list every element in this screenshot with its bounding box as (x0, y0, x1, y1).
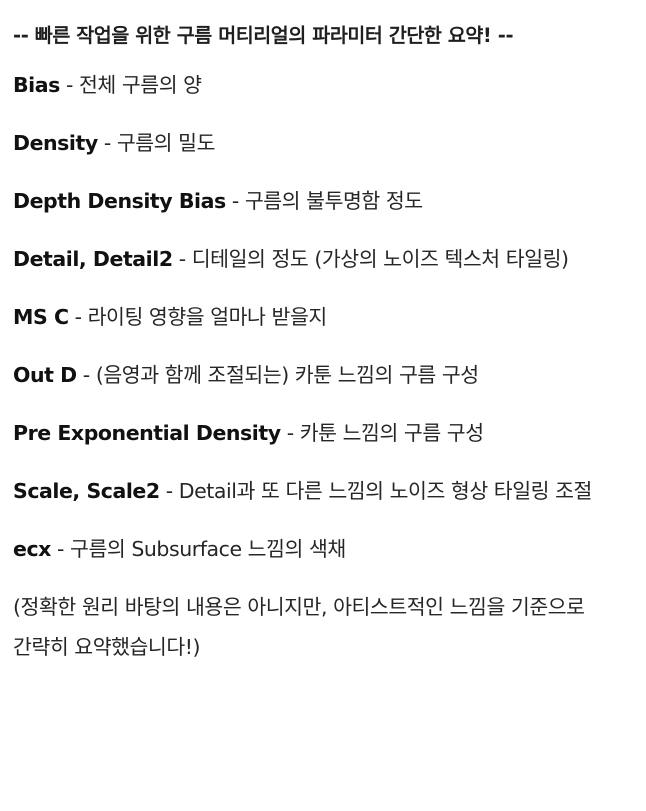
intro-heading: -- 빠른 작업을 위한 구름 머티리얼의 파라미터 간단한 요약! -- (13, 24, 514, 47)
param-name: MS C (13, 305, 69, 329)
param-description: 구름의 Subsurface 느낌의 색채 (70, 537, 346, 561)
param-description: 카툰 느낌의 구름 구성 (299, 421, 484, 445)
closing-note: (정확한 원리 바탕의 내용은 아니지만, 아티스트적인 느낌을 기준으로 간략… (13, 595, 585, 659)
param-separator: - (50, 537, 71, 561)
param-description: Detail과 또 다른 느낌의 노이즈 형상 타일링 조절 (178, 479, 593, 503)
param-name: ecx (13, 537, 51, 561)
param-description: (음영과 함께 조절되는) 카툰 느낌의 구름 구성 (95, 363, 479, 387)
param-row-bias: Bias - 전체 구름의 양 (13, 65, 634, 105)
param-row-ecx: ecx - 구름의 Subsurface 느낌의 색채 (13, 529, 634, 569)
param-name: Detail, Detail2 (13, 247, 173, 271)
param-name: Density (13, 131, 98, 155)
param-description: 전체 구름의 양 (78, 73, 202, 97)
param-name: Out D (13, 363, 77, 387)
param-row-ms-c: MS C - 라이팅 영향을 얼마나 받을지 (13, 297, 634, 337)
param-separator: - (159, 479, 179, 503)
document-body: -- 빠른 작업을 위한 구름 머티리얼의 파라미터 간단한 요약! -- Bi… (13, 24, 634, 659)
param-name: Depth Density Bias (13, 189, 226, 213)
param-separator: - (68, 305, 88, 329)
param-name: Bias (13, 73, 60, 97)
param-name: Pre Exponential Density (13, 421, 281, 445)
param-row-density: Density - 구름의 밀도 (13, 123, 634, 163)
param-row-scale: Scale, Scale2 - Detail과 또 다른 느낌의 노이즈 형상 … (13, 471, 634, 511)
param-separator: - (280, 421, 300, 445)
param-name: Scale, Scale2 (13, 479, 160, 503)
param-row-out-d: Out D - (음영과 함께 조절되는) 카툰 느낌의 구름 구성 (13, 355, 634, 395)
param-row-pre-exponential-density: Pre Exponential Density - 카툰 느낌의 구름 구성 (13, 413, 634, 453)
param-separator: - (59, 73, 79, 97)
param-description: 라이팅 영향을 얼마나 받을지 (87, 305, 328, 329)
param-description: 구름의 밀도 (116, 131, 216, 155)
param-separator: - (172, 247, 192, 271)
param-row-depth-density-bias: Depth Density Bias - 구름의 불투명함 정도 (13, 181, 634, 221)
param-separator: - (76, 363, 96, 387)
param-row-detail: Detail, Detail2 - 디테일의 정도 (가상의 노이즈 텍스처 타… (13, 239, 634, 279)
param-separator: - (97, 131, 117, 155)
param-description: 구름의 불투명함 정도 (244, 189, 423, 213)
param-separator: - (225, 189, 245, 213)
param-description: 디테일의 정도 (가상의 노이즈 텍스처 타일링) (191, 247, 569, 271)
